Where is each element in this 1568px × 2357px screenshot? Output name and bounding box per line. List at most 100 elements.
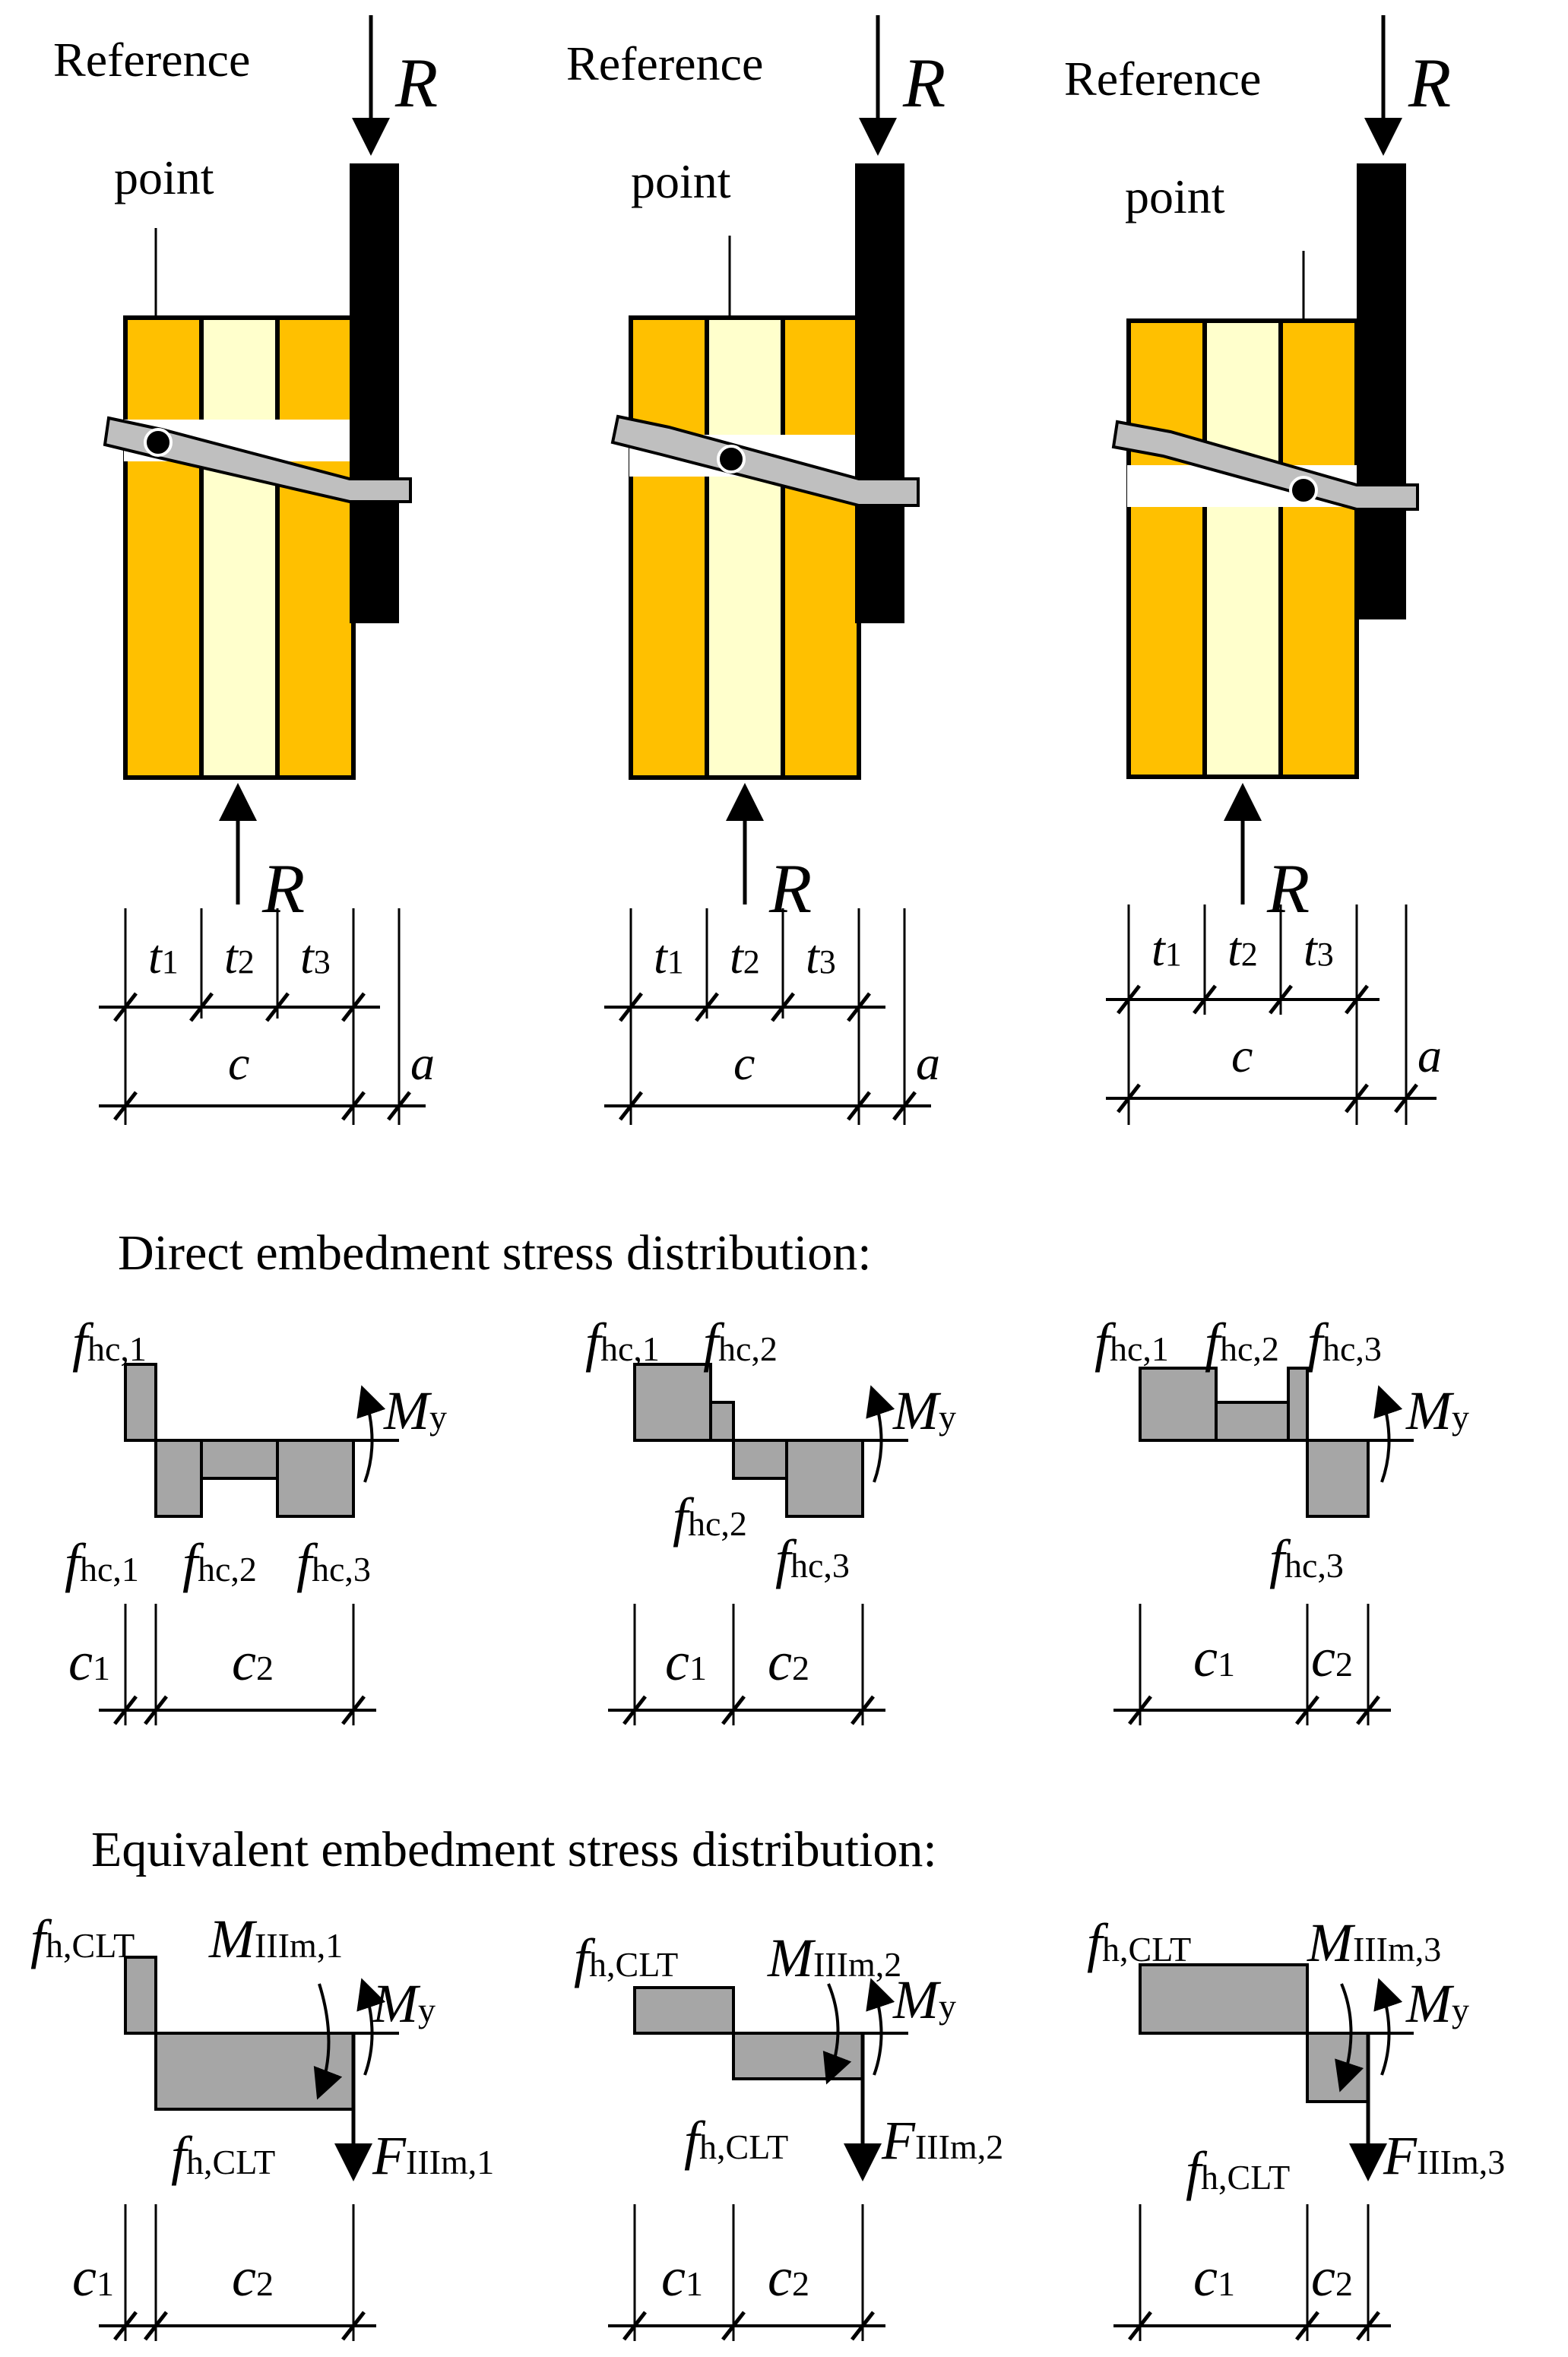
my-label: My (1405, 1973, 1469, 2034)
clt-layer-2 (705, 315, 785, 780)
dimension-tick (847, 1091, 871, 1121)
dimension-tick (721, 1695, 746, 1725)
t3-label: t3 (300, 930, 331, 984)
force-label-bottom: R (261, 850, 305, 927)
my-label: My (1405, 1380, 1469, 1441)
clt-layer-1 (629, 315, 709, 780)
clt-layer-3 (1278, 318, 1359, 779)
c1-label: c1 (1193, 1627, 1235, 1688)
dimension-ticks (113, 992, 411, 1121)
dimension-tick (341, 1695, 366, 1725)
steel-plate (350, 163, 399, 623)
connection-config-1: Reference point R R t1 t2 t3 c a (53, 15, 438, 1125)
f-hc2-label: fhc,2 (703, 1312, 778, 1373)
stress-block (633, 1363, 712, 1442)
dimension-tick (1269, 984, 1293, 1015)
stress-block (1139, 1963, 1309, 2035)
t2-label: t2 (730, 930, 760, 984)
dimension-tick (721, 2311, 746, 2341)
f-hc3-bottom-label: fhc,3 (1269, 1529, 1344, 1589)
f-hc2-bottom-label: fhc,2 (182, 1532, 257, 1593)
direct-stress-3: fhc,1 fhc,2 fhc,3 My fhc,3 c1 c2 (1094, 1312, 1469, 1725)
reference-point-marker (1289, 476, 1318, 505)
c2-label: c2 (768, 1631, 809, 1692)
f-hclt-label: fh,CLT (1087, 1912, 1191, 1973)
dimension-tick (144, 1695, 168, 1725)
f-hclt-bottom-label: fh,CLT (684, 2110, 788, 2171)
force-label-bottom: R (768, 850, 812, 927)
point-label: point (1125, 169, 1225, 223)
steel-plate (1357, 163, 1406, 619)
stress-block (154, 2032, 355, 2111)
stress-block (785, 1439, 864, 1518)
force-label-top: R (902, 44, 946, 122)
stress-block (1139, 1367, 1218, 1442)
t1-label: t1 (148, 930, 179, 984)
dimension-ticks (622, 2311, 875, 2341)
c1-label: c1 (661, 2247, 703, 2308)
c-label: c (228, 1036, 249, 1090)
dimension-tick (771, 992, 795, 1022)
dimension-tick (189, 992, 214, 1022)
f-hclt-label: fh,CLT (574, 1928, 678, 1988)
clt-layer-3 (781, 315, 861, 780)
equivalent-stress-1: fh,CLT MIIIm,1 My fh,CLT FIIIm,1 c1 c2 (30, 1909, 494, 2341)
dimension-tick (1356, 2311, 1380, 2341)
reference-label: Reference (53, 33, 250, 87)
stress-block (124, 1956, 157, 2035)
clt-layer-1 (1126, 318, 1207, 779)
c1-label: c1 (72, 2247, 114, 2308)
direct-stress-1: fhc,1 My fhc,1 fhc,2 fhc,3 c1 c2 (65, 1312, 447, 1725)
dimension-tick (113, 2311, 138, 2341)
heading-equivalent: Equivalent embedment stress distribution… (91, 1822, 937, 1877)
steel-plate (855, 163, 904, 623)
t2-label: t2 (224, 930, 255, 984)
a-label: a (1418, 1028, 1442, 1082)
my-label: My (892, 1969, 956, 2030)
f-hclt-label: fh,CLT (30, 1909, 135, 1969)
moment-arrow-my (1373, 1978, 1403, 2076)
dimension-tick (851, 2311, 875, 2341)
my-label: My (892, 1380, 956, 1441)
m-iiim-label: MIIIm,2 (767, 1928, 901, 1988)
direct-stress-2: fhc,1 fhc,2 My fhc,2 fhc,3 c1 c2 (585, 1312, 956, 1725)
t1-label: t1 (1151, 922, 1182, 976)
dowel (610, 414, 920, 507)
dimension-tick (265, 992, 290, 1022)
stress-block (1306, 1439, 1370, 1518)
dimension-tick (113, 1091, 138, 1121)
dimension-tick (1117, 1083, 1141, 1114)
f-hc1-label: fhc,1 (585, 1312, 660, 1373)
dimension-ticks (1117, 984, 1418, 1114)
clt-layer-2 (199, 315, 280, 780)
dimension-tick (341, 1091, 366, 1121)
stress-block (200, 1439, 279, 1480)
dimension-tick (1394, 1083, 1418, 1114)
force-label-top: R (394, 44, 438, 122)
clt-layer-1 (123, 315, 204, 780)
f-hclt-bottom-label: fh,CLT (1186, 2140, 1290, 2201)
dimension-tick (1128, 1695, 1152, 1725)
reference-point-marker (717, 445, 746, 474)
f-iiim-label: FIIIm,3 (1383, 2125, 1505, 2186)
my-label: My (383, 1380, 447, 1441)
stress-block (709, 1401, 735, 1442)
point-label: point (631, 154, 731, 208)
t3-label: t3 (806, 930, 836, 984)
c-label: c (1231, 1028, 1253, 1082)
c2-label: c2 (232, 2247, 274, 2308)
f-hc3-bottom-label: fhc,3 (296, 1532, 371, 1593)
f-hc3-bottom-label: fhc,3 (775, 1529, 850, 1589)
connection-config-2: Reference point R R t1 t2 t3 c a (566, 15, 946, 1125)
dimension-tick (622, 1695, 647, 1725)
dimension-tick (622, 2311, 647, 2341)
m-iiim-label: MIIIm,3 (1307, 1912, 1441, 1973)
dimension-tick (144, 2311, 168, 2341)
stress-block (1306, 2032, 1370, 2103)
c2-label: c2 (768, 2247, 809, 2308)
f-iiim-label: FIIIm,1 (372, 2125, 494, 2186)
reference-label: Reference (566, 36, 763, 90)
point-label: point (114, 150, 214, 204)
